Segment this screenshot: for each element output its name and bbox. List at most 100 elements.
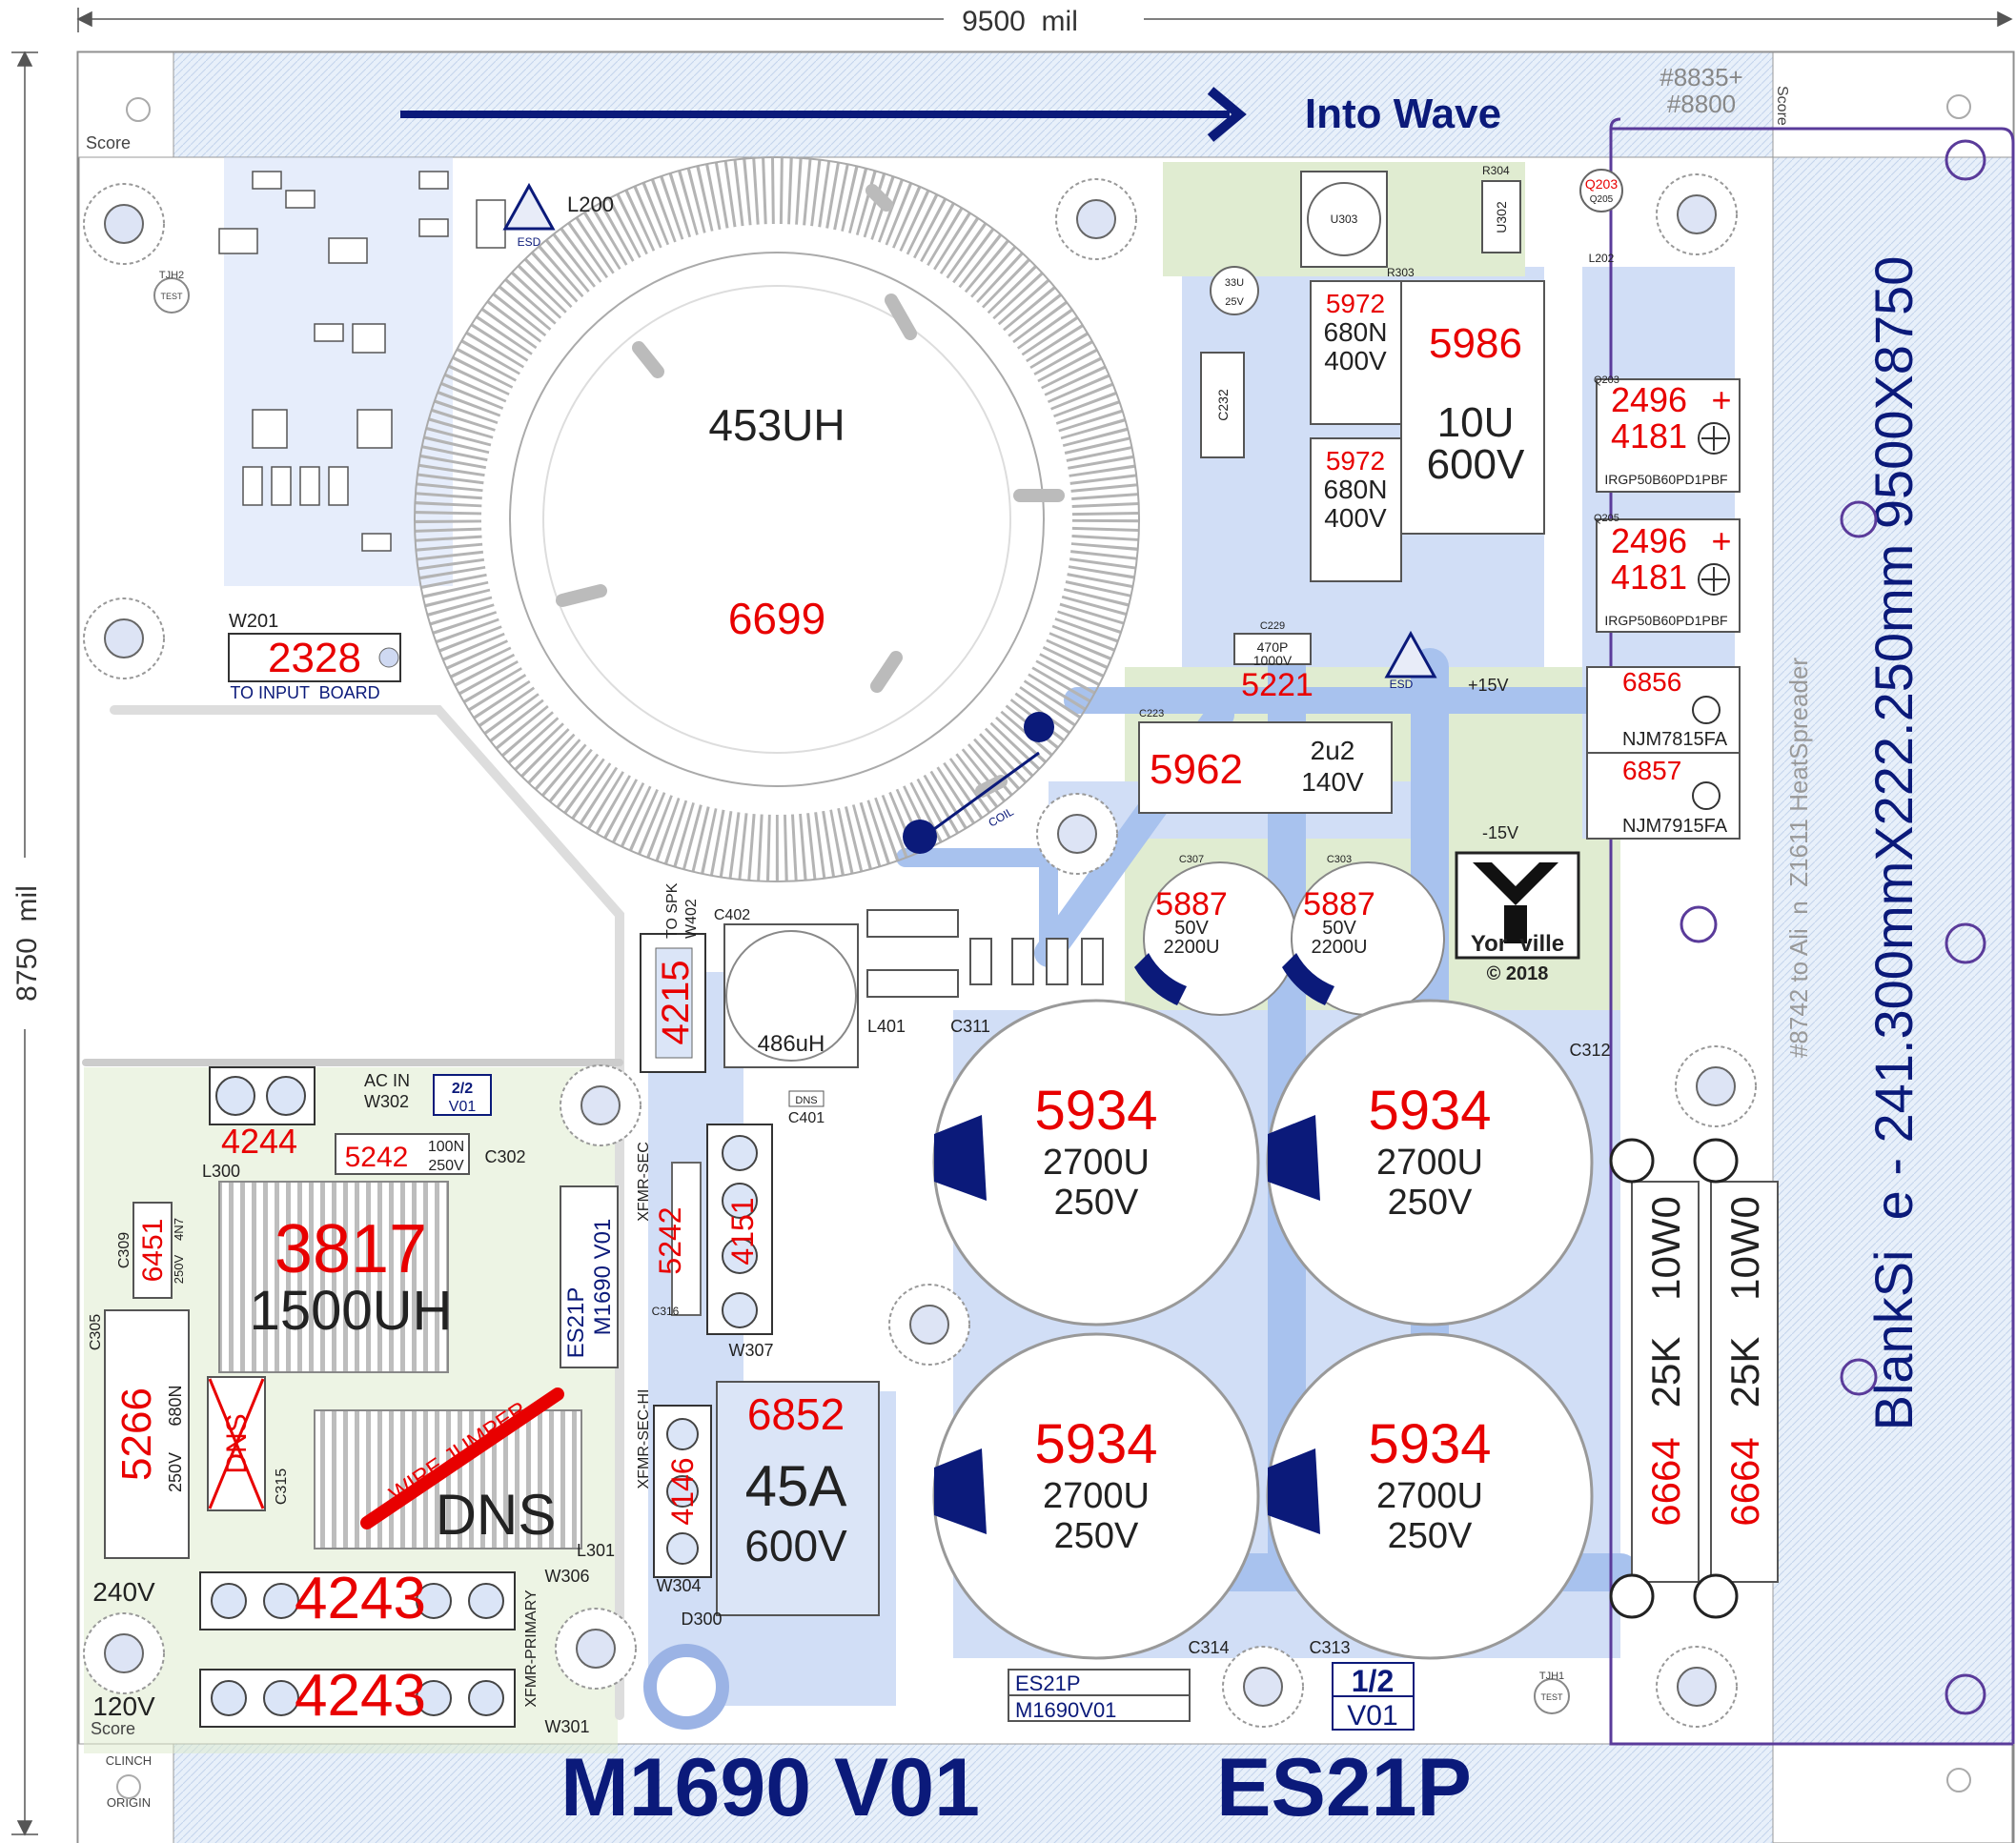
bridge-rectifier-d300	[716, 1381, 880, 1616]
reg-7915-code: 6857	[1622, 756, 1681, 785]
l300-code: 3817	[275, 1211, 427, 1287]
ac-in-connector-w302	[209, 1066, 316, 1125]
c229-l1: 470P	[1257, 639, 1289, 655]
cap-5972-top	[1310, 280, 1402, 582]
es21p-bottom-l1: ES21P	[1015, 1671, 1081, 1695]
c307-l1: 50V	[1174, 918, 1209, 939]
c305-l2: 250V	[166, 1452, 185, 1492]
tjh1-label: TJH1	[1539, 1671, 1564, 1682]
cap-5986-l2: 600V	[1427, 441, 1525, 488]
q205-code1: 2496	[1611, 521, 1687, 560]
top-score-strip	[77, 51, 1774, 158]
heatspreader-label: #8742 to Ali n Z1611 HeatSpreader	[1784, 658, 1813, 1058]
c307-l2: 2200U	[1164, 937, 1220, 958]
q203-part: IRGP50B60PD1PBF	[1604, 472, 1727, 487]
transistor-q203	[1596, 378, 1741, 493]
cap-c305	[104, 1309, 190, 1559]
sheet-1-2-ver: V01	[1347, 1700, 1397, 1732]
bulk-cap-l2-2: 250V	[1388, 1183, 1473, 1223]
bulk-cap-l1-2: 2700U	[1376, 1143, 1483, 1183]
xfmr-sec-code1: 5242	[653, 1206, 687, 1274]
cap-5887-pair	[1134, 861, 1445, 1016]
c401-ref: C401	[788, 1110, 825, 1126]
res-6664-code-2: 6664	[1722, 1437, 1767, 1526]
esd-label-1: ESD	[518, 235, 541, 249]
test-point-tjh1	[1534, 1678, 1570, 1714]
c401-dns: DNS	[795, 1095, 817, 1106]
c313-ref: C313	[1309, 1638, 1350, 1657]
transistor-q205	[1596, 518, 1741, 633]
power-resistors	[1609, 1138, 1779, 1619]
mounting-holes	[1680, 139, 1986, 1715]
es21p-box-l1: ES21P	[563, 1287, 589, 1359]
bridge-l2: 600V	[744, 1521, 847, 1570]
cap-c229	[1233, 633, 1312, 665]
sheet-2-2-frac: 2/2	[452, 1081, 473, 1097]
ac-in-ref: W302	[364, 1092, 409, 1111]
mount-d300-area	[643, 1644, 729, 1730]
height-dimension-label: 8750 mil	[11, 885, 43, 1002]
w306-code: 4243	[295, 1566, 426, 1631]
inductor-l301	[314, 1409, 582, 1549]
w301-ref: W301	[544, 1717, 589, 1736]
sheet-2-2-box	[433, 1074, 492, 1116]
cap-5962-code: 5962	[1150, 746, 1243, 793]
c315-ref: C315	[274, 1468, 290, 1505]
dns-c401-box	[788, 1090, 825, 1107]
q203-plus: +	[1711, 380, 1731, 419]
w201-note: TO INPUT BOARD	[230, 683, 379, 702]
q205-code2: 4181	[1611, 557, 1687, 597]
cap-5972-l1-1: 680N	[1324, 317, 1388, 347]
tooling-holes	[116, 94, 1971, 1799]
xfmr-sec-hi-code: 4146	[665, 1457, 700, 1525]
yorkville-logo	[1455, 851, 1580, 960]
l301-ref: L301	[577, 1541, 615, 1560]
screw-bosses	[83, 173, 1757, 1728]
tjh1-test: TEST	[1540, 1692, 1563, 1702]
res-6664-l1-1: 25K	[1643, 1337, 1688, 1408]
c309-l1: 4N7	[172, 1218, 186, 1241]
c229-ref: C229	[1260, 620, 1285, 632]
part-ref-1: #8835+	[1660, 63, 1742, 91]
dimension-lines	[11, 8, 2013, 1836]
cap-5972-code-2: 5972	[1326, 446, 1385, 476]
c303-code: 5887	[1303, 886, 1375, 922]
cap-5972-l2-1: 400V	[1324, 346, 1387, 375]
bulk-cap-code-1: 5934	[1034, 1080, 1157, 1142]
ac-in-code: 4244	[221, 1122, 297, 1161]
origin-label: ORIGIN	[107, 1795, 151, 1810]
tjh2-label: TJH2	[159, 270, 184, 281]
c305-code: 5266	[113, 1387, 160, 1481]
bulk-cap-code-2: 5934	[1368, 1080, 1491, 1142]
footer-series: ES21P	[1216, 1742, 1472, 1833]
l300-value: 1500UH	[250, 1280, 453, 1342]
c305-l1: 680N	[166, 1385, 185, 1426]
c223-ref: C223	[1139, 708, 1164, 719]
l301-value: DNS	[436, 1483, 557, 1547]
c302-ref: C302	[484, 1147, 525, 1166]
bulk-caps	[932, 999, 1594, 1660]
top-right-strip	[1772, 51, 2014, 158]
l202-value: U303	[1331, 213, 1358, 226]
sheet-1-2-frac: 1/2	[1352, 1664, 1394, 1698]
esd-label-2: ESD	[1390, 678, 1414, 691]
bulk-cap-l2-1: 250V	[1054, 1183, 1139, 1223]
xfmr-primary-label: XFMR-PRIMARY	[523, 1590, 540, 1708]
score-label-top: Score	[86, 133, 131, 152]
w402-code: 4215	[655, 961, 697, 1045]
d300-ref: D300	[681, 1610, 722, 1629]
c315-dns-label: DNS	[221, 1413, 253, 1473]
c312-ref: C312	[1569, 1041, 1610, 1060]
right-heatspreader-strip	[1772, 156, 2014, 1745]
c316-ref: C316	[652, 1305, 680, 1318]
cap-5270	[1579, 169, 1623, 213]
inductor-l202	[1300, 171, 1388, 268]
cap-33u	[1210, 266, 1259, 315]
cap-5986-code: 5986	[1429, 320, 1522, 367]
lnk302g-label: U302	[1494, 201, 1509, 233]
w201-connector	[228, 633, 401, 682]
w304-ref: W304	[656, 1576, 701, 1595]
bulk-cap-code-4: 5934	[1368, 1413, 1491, 1475]
cap-5986-box	[1400, 280, 1545, 535]
